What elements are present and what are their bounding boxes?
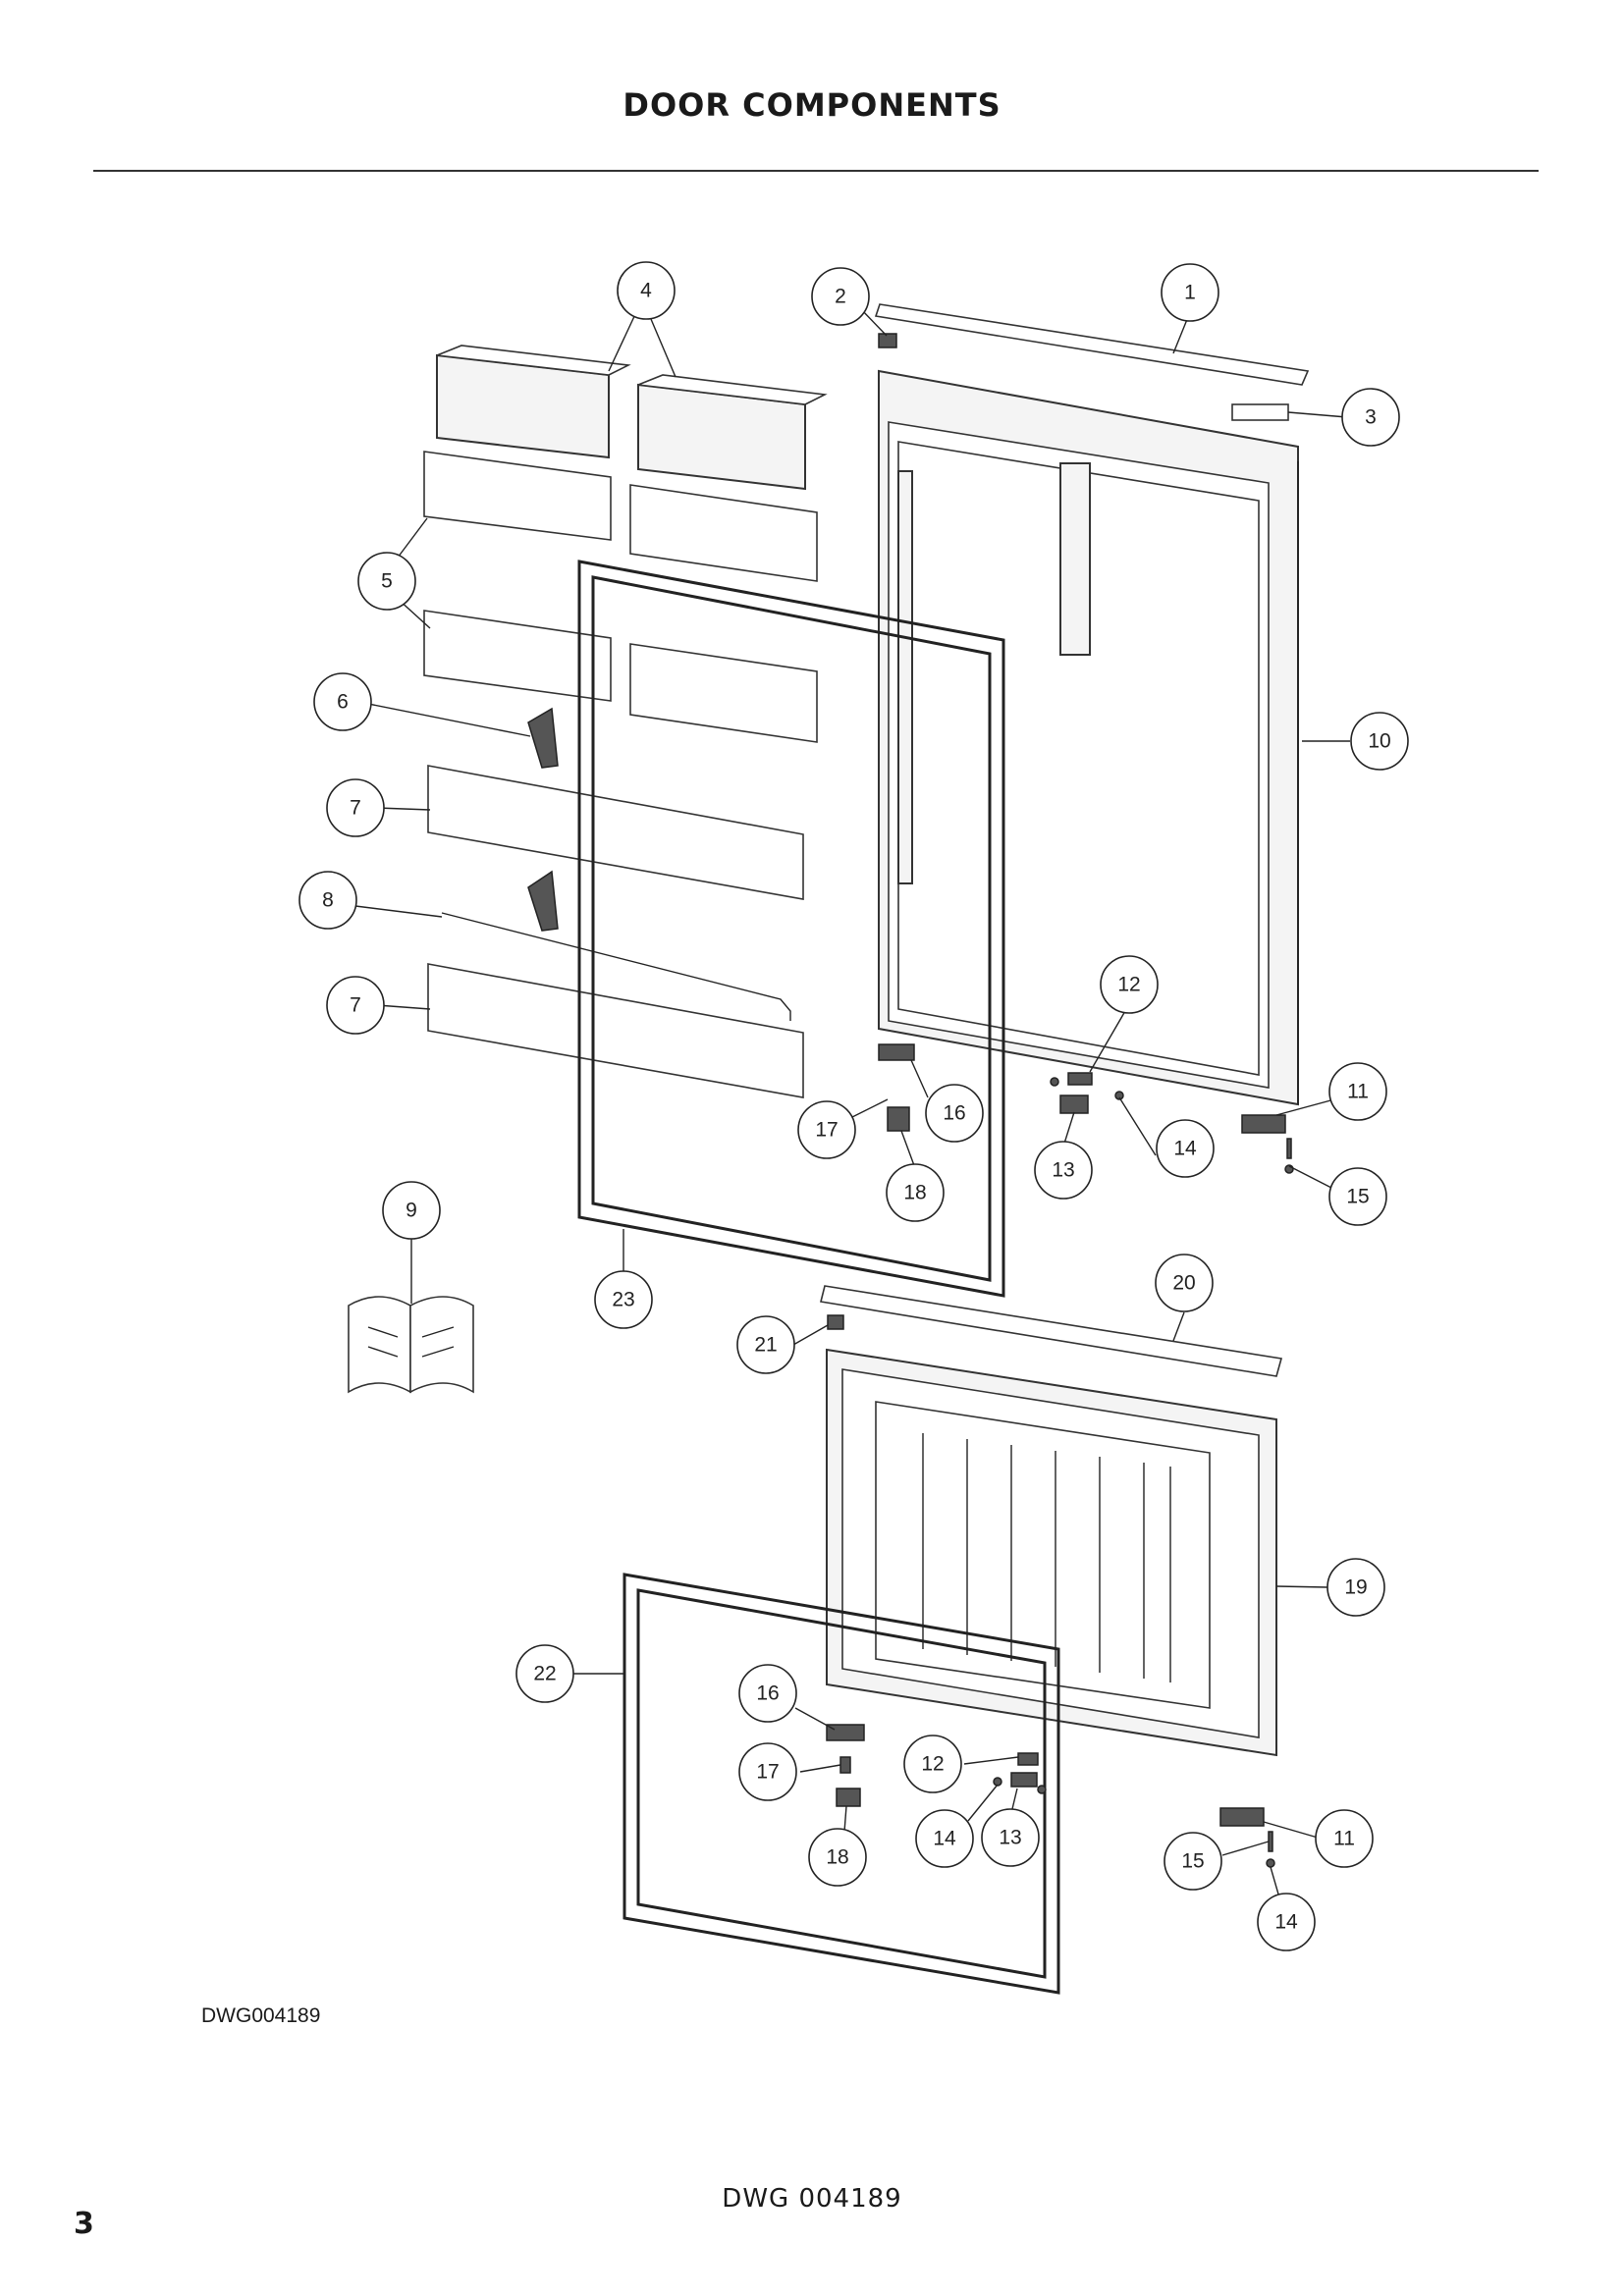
- callout-18a-label: 18: [903, 1182, 926, 1204]
- bottle-stops: [527, 707, 559, 932]
- freezer-door-liner: [826, 1348, 1277, 1757]
- freezer-hinge-cap: [827, 1314, 844, 1330]
- callout-11a-label: 11: [1347, 1081, 1369, 1103]
- callout-21: 21: [736, 1315, 795, 1374]
- freezer-door-trim-strip: [820, 1285, 1283, 1377]
- callout-11b: 11: [1315, 1809, 1374, 1868]
- door-bins-upper: [423, 451, 818, 743]
- page-number: 3: [74, 2207, 94, 2241]
- callout-4-label: 4: [640, 280, 652, 302]
- callout-22-label: 22: [533, 1663, 556, 1685]
- callout-8: 8: [298, 871, 357, 930]
- callout-17b: 17: [738, 1742, 797, 1801]
- callout-16b: 16: [738, 1664, 797, 1723]
- callout-6-label: 6: [337, 691, 349, 714]
- fridge-door-trim-strip: [874, 303, 1310, 386]
- callout-23-label: 23: [612, 1289, 634, 1311]
- user-manual-icon: [348, 1296, 474, 1394]
- callout-13b: 13: [981, 1808, 1040, 1867]
- callout-20-label: 20: [1172, 1272, 1195, 1295]
- fridge-door-gasket: [577, 560, 1005, 1298]
- dairy-bins-with-lids: [436, 345, 828, 491]
- callout-18b-label: 18: [826, 1846, 848, 1869]
- callout-7a: 7: [326, 778, 385, 837]
- callout-7a-label: 7: [350, 797, 361, 820]
- callout-6: 6: [313, 672, 372, 731]
- callout-13a-label: 13: [1052, 1159, 1074, 1182]
- callout-1: 1: [1161, 263, 1219, 322]
- fridge-door-liner: [878, 369, 1299, 1106]
- callout-13b-label: 13: [999, 1827, 1021, 1849]
- callout-14a-label: 14: [1173, 1138, 1197, 1160]
- callout-19: 19: [1326, 1558, 1385, 1617]
- callout-14c-label: 14: [1274, 1911, 1298, 1934]
- callout-23: 23: [594, 1270, 653, 1329]
- callout-7b: 7: [326, 976, 385, 1035]
- hinge-cap-part: [878, 333, 897, 348]
- callout-22: 22: [515, 1644, 574, 1703]
- callout-17a: 17: [797, 1100, 856, 1159]
- callout-7b-label: 7: [350, 994, 361, 1017]
- callout-12b-label: 12: [921, 1753, 944, 1776]
- callout-4: 4: [617, 261, 676, 320]
- callout-12b: 12: [903, 1735, 962, 1793]
- callout-16a-label: 16: [943, 1102, 965, 1125]
- freezer-door-gasket: [623, 1573, 1060, 1995]
- callout-2-label: 2: [835, 286, 846, 308]
- title-divider: [93, 170, 1539, 172]
- end-cap-part: [1231, 403, 1289, 421]
- callout-3: 3: [1341, 388, 1400, 447]
- callout-5-label: 5: [381, 570, 393, 593]
- callout-20: 20: [1155, 1254, 1214, 1312]
- page-title: DOOR COMPONENTS: [623, 86, 1001, 124]
- callout-17b-label: 17: [756, 1761, 779, 1784]
- callout-9: 9: [382, 1181, 441, 1240]
- callout-18b: 18: [808, 1828, 867, 1887]
- callout-12a-label: 12: [1117, 974, 1140, 996]
- callout-14b-label: 14: [933, 1828, 956, 1850]
- callout-11b-label: 11: [1333, 1828, 1355, 1850]
- callout-10: 10: [1350, 712, 1409, 771]
- drawing-code-label: DWG004189: [201, 2004, 321, 2027]
- callout-19-label: 19: [1344, 1576, 1367, 1599]
- callout-8-label: 8: [322, 889, 334, 912]
- retainer-bar: [441, 912, 791, 1021]
- callout-17a-label: 17: [815, 1119, 838, 1142]
- upper-hinge-parts: [878, 1043, 1294, 1174]
- callout-1-label: 1: [1184, 282, 1196, 304]
- callout-14b: 14: [915, 1809, 974, 1868]
- callout-15a-label: 15: [1346, 1186, 1369, 1208]
- callout-11a: 11: [1328, 1062, 1387, 1121]
- footer-drawing-code: DWG 004189: [722, 2184, 902, 2214]
- callout-16a: 16: [925, 1084, 984, 1143]
- callout-15b-label: 15: [1181, 1850, 1204, 1873]
- callout-13a: 13: [1034, 1141, 1093, 1200]
- callout-21-label: 21: [754, 1334, 777, 1357]
- callout-15a: 15: [1328, 1167, 1387, 1226]
- callout-18a: 18: [886, 1163, 945, 1222]
- callout-2: 2: [811, 267, 870, 326]
- callout-15b: 15: [1164, 1832, 1222, 1891]
- callout-14a: 14: [1156, 1119, 1215, 1178]
- callout-3-label: 3: [1365, 406, 1377, 429]
- lower-hinge-parts: [826, 1724, 1275, 1868]
- callout-5: 5: [357, 552, 416, 611]
- wide-door-shelves: [427, 765, 804, 1098]
- callout-10-label: 10: [1368, 730, 1390, 753]
- callout-9-label: 9: [406, 1200, 417, 1222]
- callout-14c: 14: [1257, 1893, 1316, 1951]
- leader-lines: [347, 307, 1350, 1905]
- callout-12a: 12: [1100, 955, 1159, 1014]
- callout-16b-label: 16: [756, 1682, 779, 1705]
